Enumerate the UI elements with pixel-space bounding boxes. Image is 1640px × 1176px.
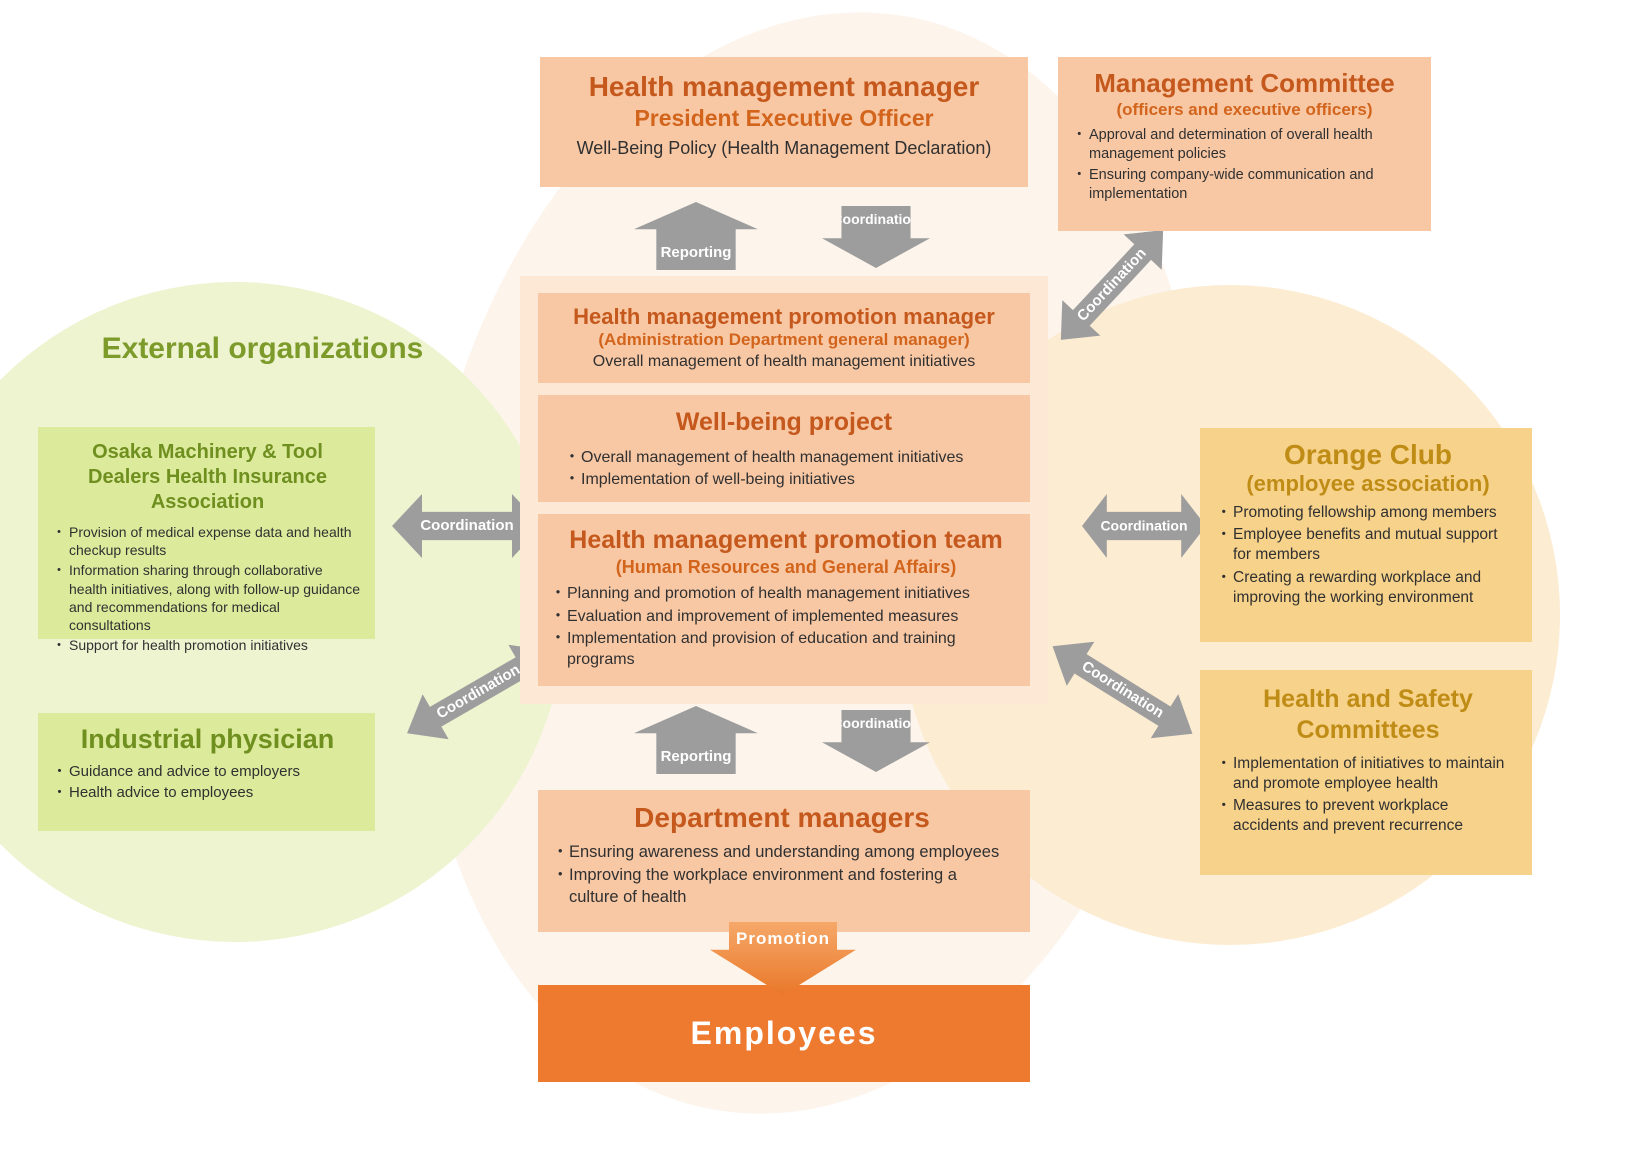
wellbeing-project-box: Well-being project Overall management of… bbox=[538, 395, 1030, 502]
orange-club-bullet: Promoting fellowship among members bbox=[1216, 503, 1518, 523]
external-organizations-title: External organizations bbox=[101, 332, 424, 365]
promotion-manager-box: Health management promotion manager (Adm… bbox=[538, 293, 1030, 383]
health-management-manager-box: Health management manager President Exec… bbox=[540, 57, 1028, 187]
orange-club-bullet: Employee benefits and mutual support for… bbox=[1216, 525, 1518, 565]
promotion-team-box: Health management promotion team (Human … bbox=[538, 514, 1030, 686]
health-safety-committees-bullet: Implementation of initiatives to maintai… bbox=[1216, 754, 1518, 794]
health-insurance-association-box: Osaka Machinery & Tool Dealers Health In… bbox=[38, 427, 375, 655]
management-committee-title: Management Committee bbox=[1094, 68, 1395, 98]
department-managers-bullet: Ensuring awareness and understanding amo… bbox=[552, 842, 1010, 864]
promotion-manager-title: Health management promotion manager bbox=[573, 304, 995, 329]
promotion-manager-subtitle: (Administration Department general manag… bbox=[598, 330, 970, 350]
health-insurance-association-title: Osaka Machinery & Tool Dealers Health In… bbox=[88, 441, 327, 513]
industrial-physician-box: Industrial physician Guidance and advice… bbox=[38, 713, 375, 831]
industrial-physician-bullet: Guidance and advice to employers bbox=[52, 762, 361, 782]
management-committee-box: Management Committee (officers and execu… bbox=[1058, 57, 1431, 231]
employees-title: Employees bbox=[690, 1015, 878, 1051]
promotion-team-subtitle: (Human Resources and General Affairs) bbox=[615, 556, 957, 577]
health-safety-committees-box: Health and Safety Committees Implementat… bbox=[1200, 670, 1532, 875]
orange-club-title: Orange Club bbox=[1283, 439, 1452, 470]
department-managers-bullet: Improving the workplace environment and … bbox=[552, 865, 1010, 908]
wellbeing-project-bullet: Overall management of health management … bbox=[564, 448, 1016, 469]
reporting-arrow-label: Reporting bbox=[660, 748, 732, 765]
management-committee-bullet: Approval and determination of overall he… bbox=[1072, 126, 1415, 164]
department-managers-title: Department managers bbox=[634, 802, 930, 833]
orange-club-box: Orange Club (employee association) Promo… bbox=[1200, 428, 1532, 642]
health-safety-committees-title: Health and Safety Committees bbox=[1263, 685, 1473, 744]
reporting-arrow-label: Reporting bbox=[660, 244, 732, 261]
promotion-arrow-label: Promotion bbox=[736, 929, 830, 948]
promotion-team-title: Health management promotion team bbox=[569, 526, 1003, 554]
coordination-arrow-label: Coordination bbox=[832, 715, 920, 731]
coordination-arrow-label: Coordination bbox=[832, 211, 920, 227]
health-insurance-association-bullet: Information sharing through collaborativ… bbox=[52, 561, 361, 634]
orange-club-bullet: Creating a rewarding workplace and impro… bbox=[1216, 568, 1518, 608]
coordination-arrow-label: Coordination bbox=[1100, 517, 1188, 534]
promotion-team-bullet: Evaluation and improvement of implemente… bbox=[550, 607, 1020, 628]
management-committee-subtitle: (officers and executive officers) bbox=[1116, 99, 1373, 119]
wellbeing-policy-text: Well-Being Policy (Health Management Dec… bbox=[576, 138, 992, 159]
orange-club-subtitle: (employee association) bbox=[1246, 470, 1490, 496]
health-insurance-association-bullet: Provision of medical expense data and he… bbox=[52, 523, 361, 559]
coordination-arrow-label: Coordination bbox=[420, 517, 514, 535]
management-committee-bullet: Ensuring company-wide communication and … bbox=[1072, 166, 1415, 204]
department-managers-box: Department managers Ensuring awareness a… bbox=[538, 790, 1030, 932]
health-safety-committees-bullet: Measures to prevent workplace accidents … bbox=[1216, 796, 1518, 836]
promotion-manager-text: Overall management of health management … bbox=[592, 352, 976, 370]
promotion-team-bullet: Implementation and provision of educatio… bbox=[550, 629, 1020, 671]
health-management-manager-title: Health management manager bbox=[588, 71, 980, 102]
health-insurance-association-bullet: Support for health promotion initiatives bbox=[52, 636, 361, 654]
promotion-team-bullet: Planning and promotion of health managem… bbox=[550, 584, 1020, 605]
employees-box: Employees bbox=[538, 985, 1030, 1082]
wellbeing-project-title: Well-being project bbox=[675, 408, 893, 436]
health-management-manager-subtitle: President Executive Officer bbox=[634, 104, 934, 131]
industrial-physician-bullet: Health advice to employees bbox=[52, 783, 361, 803]
wellbeing-project-bullet: Implementation of well-being initiatives bbox=[564, 470, 1016, 491]
industrial-physician-title: Industrial physician bbox=[80, 724, 335, 754]
